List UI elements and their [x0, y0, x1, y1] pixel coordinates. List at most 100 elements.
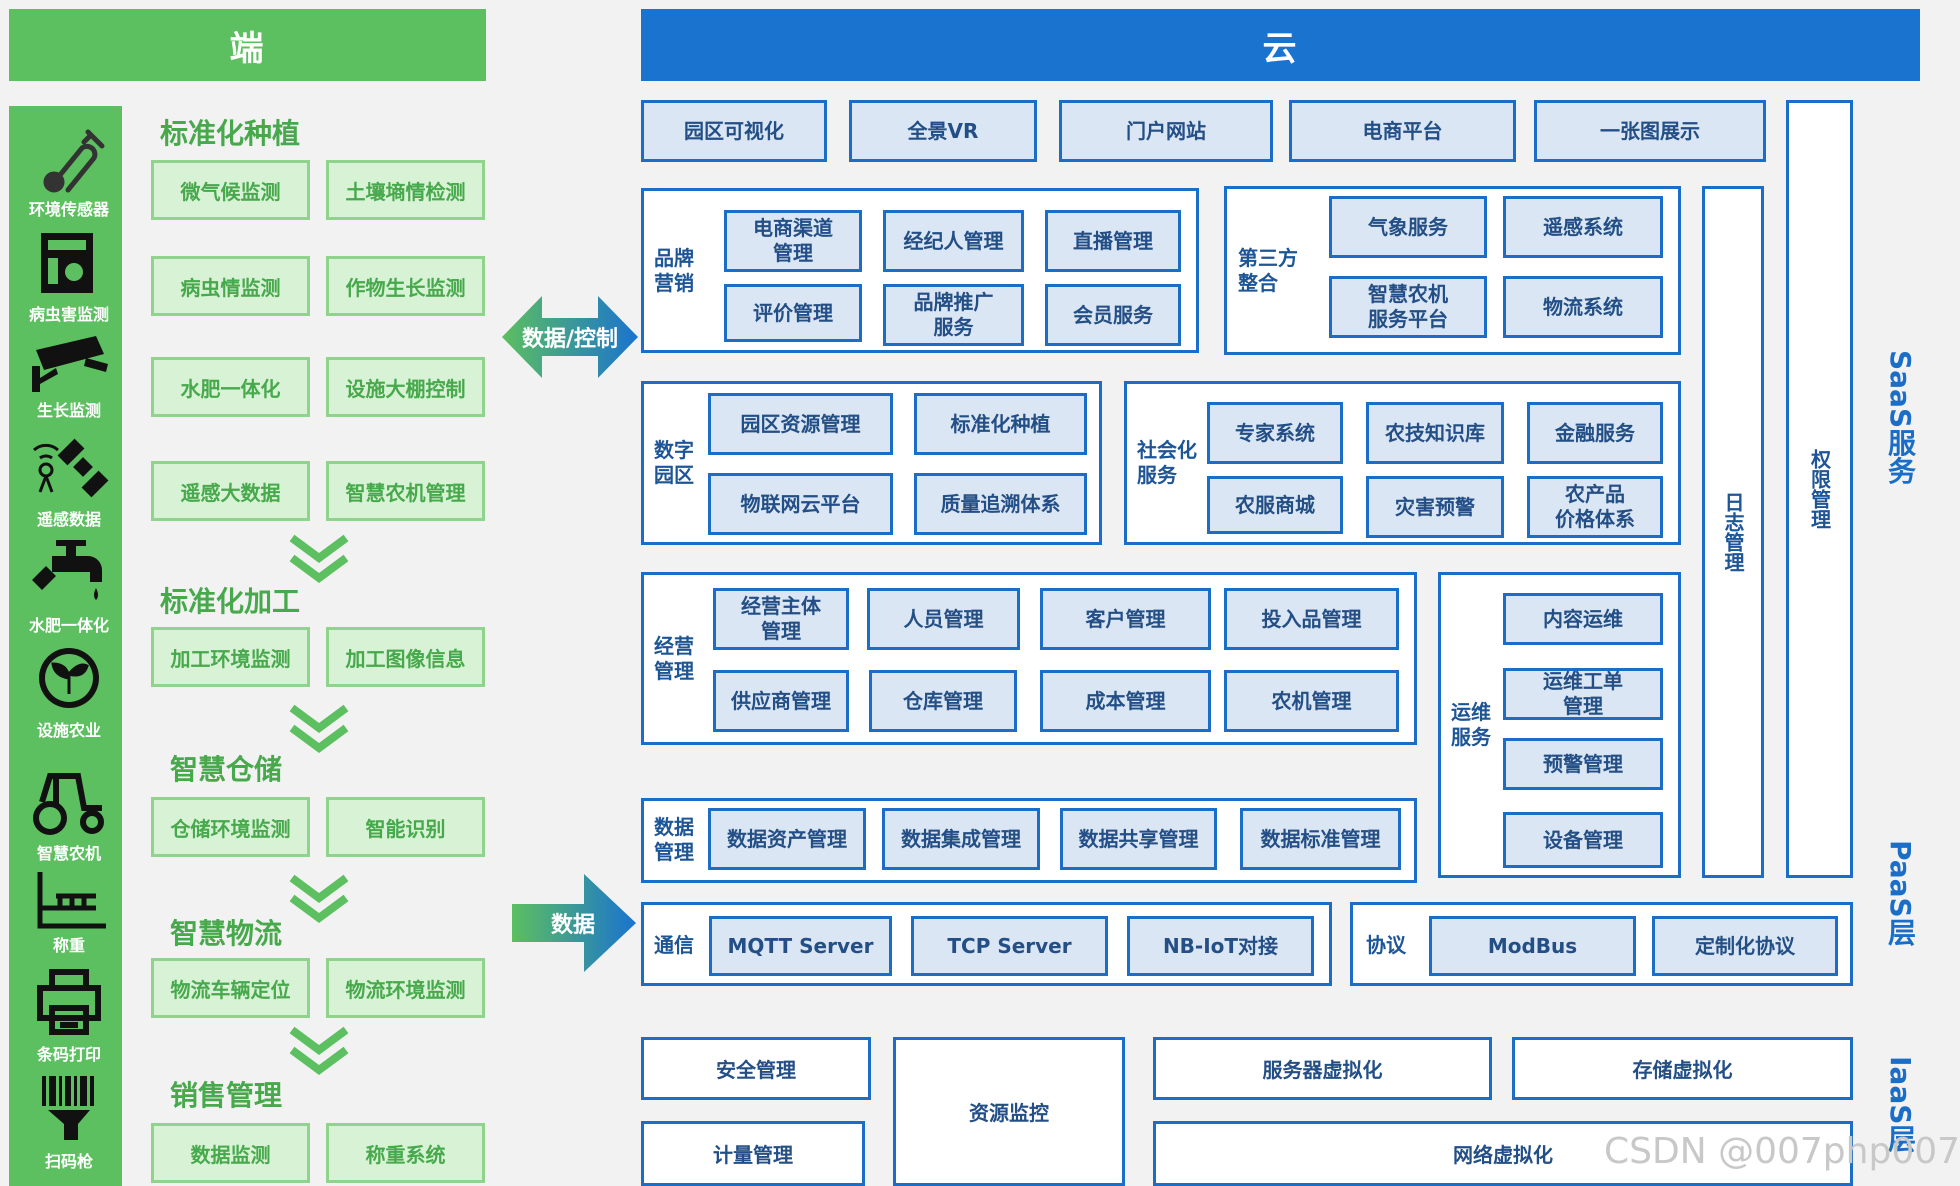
communication-item[interactable]: NB-IoT对接 [1127, 916, 1314, 976]
brand-item[interactable]: 经纪人管理 [883, 210, 1024, 272]
section-title: 标准化种植 [160, 117, 301, 150]
pest-monitor-icon [26, 228, 112, 298]
bidirectional-arrow-icon [502, 294, 638, 380]
right-arrow-icon [512, 874, 636, 972]
data-item[interactable]: 数据资产管理 [708, 808, 866, 870]
business-item[interactable]: 仓库管理 [869, 670, 1017, 732]
top-app[interactable]: 电商平台 [1289, 100, 1516, 162]
metering-management[interactable]: 计量管理 [641, 1121, 865, 1186]
saas-layer-label: SaaS服务 [1884, 350, 1917, 485]
business-item[interactable]: 投入品管理 [1224, 588, 1399, 650]
digital-park-item[interactable]: 质量追溯体系 [914, 473, 1087, 535]
edge-item[interactable]: 加工图像信息 [326, 627, 485, 687]
edge-item[interactable]: 智慧农机管理 [326, 461, 485, 521]
maintenance-item[interactable]: 预警管理 [1503, 738, 1663, 790]
brand-item[interactable]: 电商渠道 管理 [724, 210, 862, 272]
device-label: 扫码枪 [44, 1152, 93, 1171]
edge-item[interactable]: 病虫情监测 [151, 256, 310, 316]
communication-item[interactable]: TCP Server [911, 916, 1108, 976]
third-party-item[interactable]: 物流系统 [1503, 276, 1663, 338]
security-management[interactable]: 安全管理 [641, 1037, 871, 1100]
data-item[interactable]: 数据共享管理 [1060, 808, 1217, 870]
edge-item[interactable]: 智能识别 [326, 797, 485, 857]
arrow-label: 数据/控制 [521, 327, 619, 352]
edge-item[interactable]: 水肥一体化 [151, 357, 310, 417]
device-label: 设施农业 [36, 721, 101, 740]
device-label: 称重 [52, 936, 85, 955]
network-virtualization[interactable]: 网络虚拟化 [1153, 1121, 1853, 1186]
maintenance-item[interactable]: 内容运维 [1503, 593, 1663, 645]
section-title: 标准化加工 [160, 585, 301, 618]
edge-item[interactable]: 加工环境监测 [151, 627, 310, 687]
top-app[interactable]: 一张图展示 [1534, 100, 1766, 162]
printer-icon [26, 968, 112, 1038]
watermark: CSDN @007php007 [1604, 1131, 1960, 1172]
section-title: 销售管理 [170, 1079, 283, 1112]
data-item[interactable]: 数据标准管理 [1240, 808, 1401, 870]
social-service-item[interactable]: 农技知识库 [1366, 402, 1504, 464]
social-service-item[interactable]: 农服商城 [1207, 476, 1343, 534]
social-service-item[interactable]: 农产品 价格体系 [1527, 476, 1663, 538]
group-label: 数据 管理 [654, 815, 694, 864]
edge-item[interactable]: 仓储环境监测 [151, 797, 310, 857]
edge-item[interactable]: 微气候监测 [151, 160, 310, 220]
brand-item[interactable]: 品牌推广 服务 [883, 284, 1024, 346]
edge-item[interactable]: 设施大棚控制 [326, 357, 485, 417]
group-label: 品牌 营销 [654, 246, 694, 295]
social-service-item[interactable]: 金融服务 [1527, 402, 1663, 464]
maintenance-item[interactable]: 运维工单 管理 [1503, 668, 1663, 720]
permission-management-panel[interactable] [1786, 100, 1853, 878]
top-app[interactable]: 门户网站 [1059, 100, 1273, 162]
third-party-item[interactable]: 遥感系统 [1503, 196, 1663, 258]
business-item[interactable]: 经营主体 管理 [713, 588, 849, 650]
arrow-label: 数据 [550, 913, 595, 938]
data-item[interactable]: 数据集成管理 [882, 808, 1040, 870]
edge-item[interactable]: 物流环境监测 [326, 958, 485, 1018]
device-label: 病虫害监测 [28, 305, 109, 324]
top-app[interactable]: 园区可视化 [641, 100, 827, 162]
brand-item[interactable]: 直播管理 [1045, 210, 1181, 272]
third-party-item[interactable]: 气象服务 [1329, 196, 1487, 258]
communication-item[interactable]: MQTT Server [709, 916, 892, 976]
server-virtualization[interactable]: 服务器虚拟化 [1153, 1037, 1492, 1100]
edge-item[interactable]: 土壤墒情检测 [326, 160, 485, 220]
section-title: 智慧物流 [170, 917, 283, 950]
business-item[interactable]: 供应商管理 [713, 670, 849, 732]
scale-icon [26, 866, 112, 936]
protocol-item[interactable]: 定制化协议 [1652, 916, 1838, 976]
digital-park-item[interactable]: 园区资源管理 [708, 393, 893, 455]
group-label: 社会化 服务 [1137, 438, 1197, 487]
device-label: 条码打印 [36, 1045, 101, 1064]
device-label: 生长监测 [36, 401, 101, 420]
device-label: 环境传感器 [28, 200, 109, 219]
section-title: 智慧仓储 [170, 753, 283, 786]
social-service-item[interactable]: 灾害预警 [1366, 476, 1504, 538]
resource-monitoring[interactable]: 资源监控 [893, 1037, 1125, 1186]
log-management-panel[interactable] [1702, 186, 1764, 878]
device-label: 智慧农机 [36, 844, 101, 863]
digital-park-item[interactable]: 物联网云平台 [708, 473, 893, 535]
chevron-down-icon [288, 704, 350, 753]
water-tap-icon [26, 536, 112, 606]
brand-item[interactable]: 评价管理 [724, 284, 862, 342]
digital-park-item[interactable]: 标准化种植 [914, 393, 1087, 455]
edge-item[interactable]: 称重系统 [326, 1123, 485, 1183]
protocol-item[interactable]: ModBus [1429, 916, 1636, 976]
business-item[interactable]: 人员管理 [867, 588, 1020, 650]
edge-item[interactable]: 物流车辆定位 [151, 958, 310, 1018]
business-item[interactable]: 客户管理 [1040, 588, 1211, 650]
top-app[interactable]: 全景VR [849, 100, 1037, 162]
edge-item[interactable]: 数据监测 [151, 1123, 310, 1183]
business-item[interactable]: 成本管理 [1040, 670, 1211, 732]
brand-item[interactable]: 会员服务 [1045, 284, 1181, 346]
storage-virtualization[interactable]: 存储虚拟化 [1512, 1037, 1853, 1100]
business-item[interactable]: 农机管理 [1224, 670, 1399, 732]
social-service-item[interactable]: 专家系统 [1207, 402, 1343, 464]
paas-layer-label: PaaS层 [1884, 840, 1917, 946]
third-party-item[interactable]: 智慧农机 服务平台 [1329, 276, 1487, 338]
edge-item[interactable]: 作物生长监测 [326, 256, 485, 316]
maintenance-item[interactable]: 设备管理 [1503, 812, 1663, 868]
chevron-down-icon [288, 874, 350, 923]
group-label: 协议 [1366, 933, 1406, 957]
edge-item[interactable]: 遥感大数据 [151, 461, 310, 521]
